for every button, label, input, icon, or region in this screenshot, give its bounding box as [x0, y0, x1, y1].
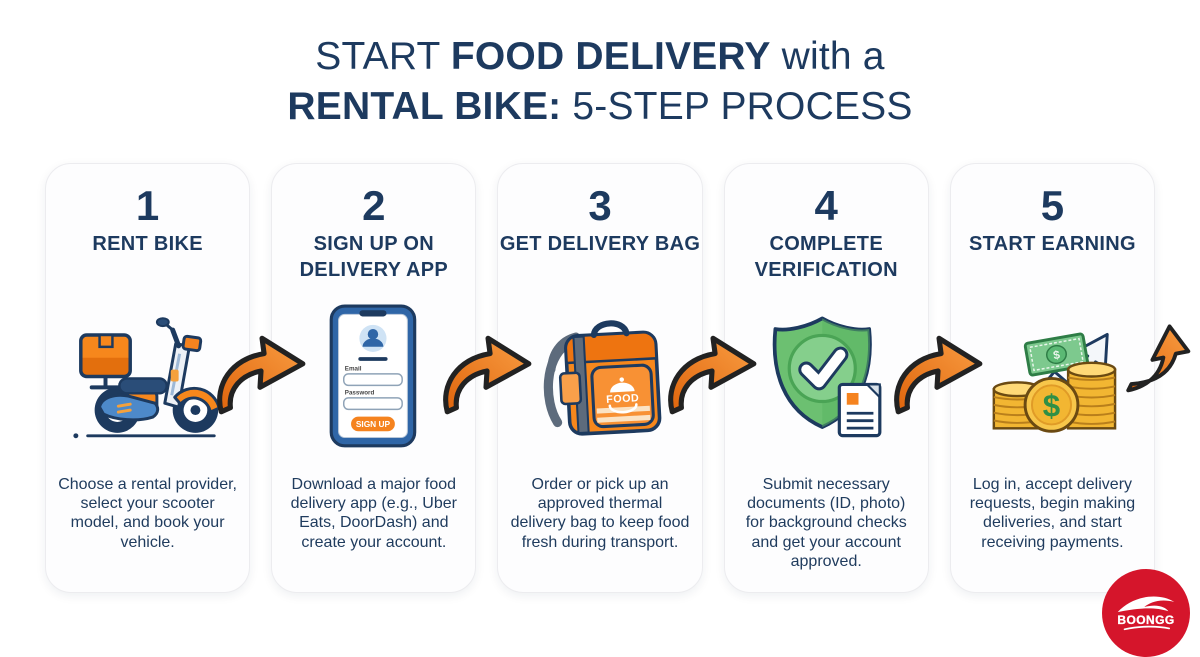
shield-check-icon — [763, 291, 889, 463]
step-title: START EARNING — [968, 233, 1136, 256]
steps-row: 1 RENT BIKE — [45, 163, 1156, 593]
step-description: Log in, accept delivery requests, begin … — [969, 476, 1136, 551]
email-label: Email — [345, 366, 362, 373]
step-number: 3 — [588, 182, 612, 229]
coin-dollar-sign: $ — [1043, 389, 1060, 424]
password-label: Password — [345, 390, 375, 397]
step-card-3: 3 GET DELIVERY BAG FOOD — [497, 163, 703, 593]
curved-right-arrow — [217, 335, 306, 415]
title-l1-regular: START — [315, 35, 451, 78]
step-description: Submit necessary documents (ID, photo) f… — [745, 476, 907, 570]
logo-wing-icon — [1117, 596, 1175, 613]
step-number: 5 — [1040, 182, 1065, 229]
step-description: Choose a rental provider, select your sc… — [58, 476, 237, 551]
signup-phone-icon: Email Password SIGN UP — [326, 291, 422, 463]
step-title: SIGN UP ON DELIVERY APP — [299, 233, 449, 282]
title-line1: START FOOD DELIVERY with a — [315, 35, 884, 78]
step-number: 2 — [362, 182, 386, 229]
curved-right-arrow — [443, 335, 532, 415]
curved-up-arrow — [1126, 324, 1191, 393]
title-l2-regular: 5-STEP PROCESS — [561, 84, 913, 128]
step-description: Order or pick up an approved thermal del… — [510, 476, 690, 551]
step-card-2: 2 SIGN UP ON DELIVERY APP Email Password… — [271, 163, 477, 593]
curved-right-arrow — [668, 335, 757, 415]
money-growth-icon: $ $ — [976, 291, 1128, 463]
step-number: 4 — [814, 182, 838, 229]
step-title: COMPLETE VERIFICATION — [754, 233, 898, 282]
title-l1-bold: FOOD DELIVERY — [450, 35, 771, 78]
step-title: GET DELIVERY BAG — [499, 233, 701, 256]
bag-food-label: FOOD — [606, 392, 640, 406]
step-card-5: 5 START EARNING $ — [949, 163, 1156, 593]
step-description: Download a major food delivery app (e.g.… — [290, 476, 457, 551]
delivery-bag-icon: FOOD — [531, 291, 669, 463]
page-title: START FOOD DELIVERY with a RENTAL BIKE: … — [0, 32, 1200, 131]
curved-right-arrow — [894, 335, 983, 415]
brand-logo-text: BOONGG — [1117, 613, 1174, 627]
signup-button-label: SIGN UP — [356, 419, 391, 429]
brand-logo: BOONGG — [1102, 569, 1190, 657]
step-number: 1 — [135, 182, 160, 229]
title-l1-regular2: with a — [770, 35, 885, 78]
title-l2-bold: RENTAL BIKE: — [287, 84, 562, 128]
svg-text:$: $ — [1053, 348, 1062, 362]
step-card-4: 4 COMPLETE VERIFICATION Submit necessary… — [723, 163, 929, 593]
title-line2: RENTAL BIKE: 5-STEP PROCESS — [287, 85, 912, 128]
scooter-icon — [64, 291, 232, 463]
step-card-1: 1 RENT BIKE — [45, 163, 251, 593]
step-title: RENT BIKE — [92, 233, 203, 256]
